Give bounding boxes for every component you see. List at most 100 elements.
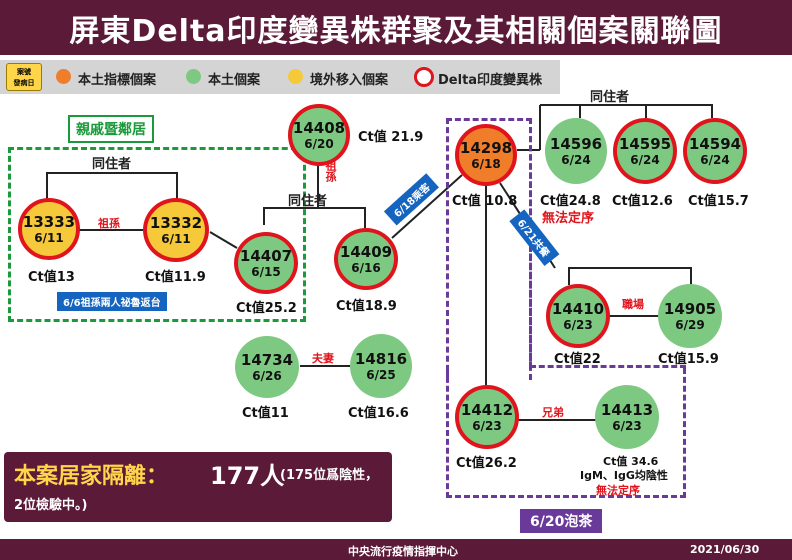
case-ct-14412: Ct值26.2	[456, 456, 517, 471]
legend-label-imported: 境外移入個案	[310, 73, 389, 88]
case-node-14412: 14412 6/23	[455, 385, 519, 449]
legend-bar	[0, 60, 560, 94]
quarantine-count: 177人	[210, 462, 285, 490]
case-id: 14410	[551, 299, 605, 318]
case-id: 14734	[240, 350, 294, 369]
case-id: 14412	[460, 400, 514, 419]
relation-workplace: 職場	[622, 298, 644, 311]
relation-brother: 兄弟	[542, 406, 564, 419]
case-ct-14298: Ct值 10.8	[452, 194, 518, 209]
case-ct-14596: Ct值24.8	[540, 194, 601, 209]
case-id: 14594	[688, 134, 742, 153]
tea-group-box-step	[530, 365, 686, 368]
case-date: 6/11	[34, 230, 64, 245]
legend-label-local: 本土個案	[208, 73, 261, 88]
case-node-14413: 14413 6/23	[595, 385, 659, 449]
case-node-14410: 14410 6/23	[546, 284, 610, 348]
case-date: 6/26	[252, 368, 282, 383]
case-date: 6/29	[675, 317, 705, 332]
legend-red-ring-icon	[414, 67, 434, 87]
quarantine-detail-line2: 2位檢驗中。)	[14, 498, 88, 513]
relation-spouse: 夫妻	[312, 352, 334, 365]
case-date: 6/11	[161, 231, 191, 246]
case-id: 14905	[663, 299, 717, 318]
line-cohab-14407-14409	[263, 207, 366, 228]
legend-date-box: 案號 發病日	[6, 63, 42, 91]
case-ct-14816: Ct值16.6	[348, 406, 409, 421]
legend-label-index: 本土指標個案	[78, 73, 157, 88]
legend-date-box-line1: 案號	[17, 68, 31, 76]
case-ct-14905: Ct值15.9	[658, 352, 719, 367]
case-id: 13332	[149, 213, 203, 232]
case-node-14905: 14905 6/29	[658, 284, 722, 348]
case-ct-14734: Ct值11	[242, 406, 289, 421]
page-title: 屏東Delta印度變異株群聚及其相關個案關聯圖	[0, 0, 792, 55]
line-14409-14298	[391, 174, 463, 239]
case-antibody-14413: IgM、IgG均陰性	[580, 469, 668, 482]
case-id: 14413	[600, 400, 654, 419]
case-id: 14595	[618, 134, 672, 153]
case-ct-13332: Ct值11.9	[145, 270, 206, 285]
case-date: 6/15	[251, 264, 281, 279]
line-meal-bracket	[568, 267, 692, 285]
footer-org: 中央流行疫情指揮中心	[348, 545, 458, 558]
case-date: 6/24	[630, 152, 660, 167]
relatives-group-label: 親戚暨鄰居	[68, 115, 154, 143]
case-id: 14298	[459, 138, 513, 157]
cohab-label-1: 同住者	[92, 157, 132, 172]
relation-grandparent: 祖孫	[98, 217, 120, 230]
legend-date-box-line2: 發病日	[13, 79, 35, 87]
case-date: 6/23	[563, 317, 593, 332]
case-node-13333: 13333 6/11	[18, 198, 80, 260]
case-node-14816: 14816 6/25	[350, 334, 412, 398]
case-node-14596: 14596 6/24	[545, 118, 607, 184]
case-node-13332: 13332 6/11	[143, 198, 209, 262]
cohab-label-3: 同住者	[590, 90, 630, 105]
case-note-14413: 無法定序	[596, 484, 640, 497]
footer-date: 2021/06/30	[690, 543, 760, 556]
case-ct-14413: Ct值 34.6	[603, 455, 659, 468]
legend-yellow-dot-icon	[288, 69, 303, 84]
case-ct-14595: Ct值12.6	[612, 194, 673, 209]
case-node-14409: 14409 6/16	[334, 228, 398, 290]
case-node-14298: 14298 6/18	[455, 124, 517, 186]
case-node-14594: 14594 6/24	[683, 118, 747, 184]
case-id: 14816	[354, 349, 408, 368]
case-date: 6/20	[304, 136, 334, 151]
case-date: 6/24	[700, 152, 730, 167]
case-id: 14407	[239, 246, 293, 265]
tag-peru-return: 6/6祖孫兩人祕魯返台	[57, 292, 167, 311]
case-ct-14410: Ct值22	[554, 352, 601, 367]
case-date: 6/23	[472, 418, 502, 433]
case-id: 13333	[22, 212, 76, 231]
case-node-14734: 14734 6/26	[235, 336, 299, 398]
case-date: 6/18	[471, 156, 501, 171]
cohab-label-2: 同住者	[288, 194, 328, 209]
case-node-14408: 14408 6/20	[288, 104, 350, 166]
case-date: 6/25	[366, 367, 396, 382]
case-ct-13333: Ct值13	[28, 270, 75, 285]
case-ct-14594: Ct值15.7	[688, 194, 749, 209]
case-id: 14596	[549, 134, 603, 153]
case-node-14595: 14595 6/24	[613, 118, 677, 184]
case-date: 6/16	[351, 260, 381, 275]
legend-orange-dot-icon	[56, 69, 71, 84]
case-date: 6/24	[561, 152, 591, 167]
quarantine-box: 本案居家隔離： 177人 (175位爲陰性， 2位檢驗中。)	[4, 452, 392, 522]
footer-bar: 中央流行疫情指揮中心 2021/06/30	[0, 539, 792, 560]
case-note-14596: 無法定序	[542, 211, 595, 226]
case-ct-14408: Ct值 21.9	[358, 130, 424, 145]
legend-green-dot-icon	[186, 69, 201, 84]
legend-label-delta: Delta印度變異株	[438, 73, 543, 88]
case-id: 14409	[339, 242, 393, 261]
case-id: 14408	[292, 118, 346, 137]
quarantine-label: 本案居家隔離：	[14, 464, 169, 489]
case-date: 6/23	[612, 418, 642, 433]
relatives-group-box	[8, 147, 306, 322]
tea-group-label: 6/20泡茶	[520, 509, 603, 533]
line-13332-14407	[209, 231, 238, 249]
tea-group-box-bottom	[446, 368, 686, 498]
quarantine-detail-line1: (175位爲陰性，	[280, 468, 379, 483]
relation-grandparent-vertical: 祖孫	[324, 160, 337, 182]
case-ct-14409: Ct值18.9	[336, 299, 397, 314]
